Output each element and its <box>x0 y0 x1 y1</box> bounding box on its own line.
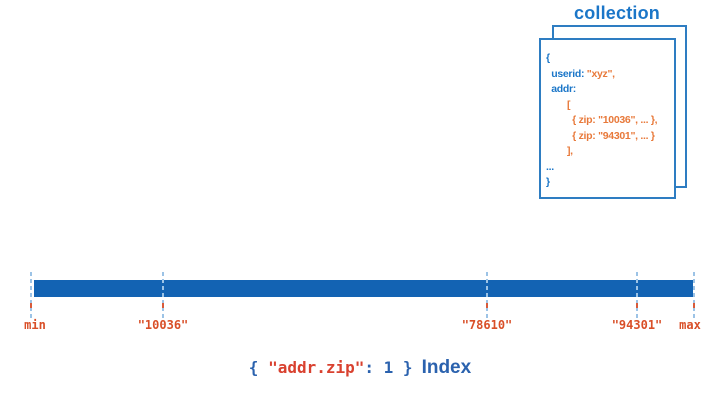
index-range-bar <box>34 280 693 297</box>
text-segment: 1 <box>383 358 403 377</box>
tick-red-dash <box>486 303 488 308</box>
text-segment: } <box>402 358 413 377</box>
index-caption: { "addr.zip": 1 } Index <box>0 357 720 379</box>
document-card-front: { userid: "xyz", addr: [ { zip: "10036",… <box>539 38 676 199</box>
tick-label: "94301" <box>611 318 663 332</box>
code-line: ... <box>546 160 674 176</box>
tick-red-dash <box>30 303 32 308</box>
tick-red-dash <box>162 303 164 308</box>
text-segment: { <box>546 52 550 64</box>
code-line: userid: "xyz", <box>546 67 674 83</box>
tick-red-dash <box>693 303 695 308</box>
code-line: [ <box>546 98 674 114</box>
text-segment: { <box>248 358 269 377</box>
tick-line <box>693 272 695 318</box>
code-line: { <box>546 51 674 67</box>
text-segment: userid: <box>546 67 587 80</box>
tick-label: "10036" <box>137 318 189 332</box>
text-segment: ], <box>546 145 573 157</box>
caption-index-word: Index <box>421 357 472 378</box>
text-segment: { zip: "94301", ... } <box>546 129 655 142</box>
code-line: { zip: "10036", ... }, <box>546 113 674 129</box>
text-segment: { zip: "10036", ... }, <box>546 114 658 126</box>
tick-label: "78610" <box>461 318 513 332</box>
text-segment: "xyz", <box>586 67 615 80</box>
tick-line <box>486 272 488 318</box>
collection-label: collection <box>573 3 661 23</box>
text-segment: [ <box>546 98 571 111</box>
caption-code: { "addr.zip": 1 } <box>249 358 413 377</box>
text-segment: : <box>364 358 384 377</box>
code-line: addr: <box>546 82 674 98</box>
tick-red-dash <box>636 303 638 308</box>
text-segment: addr: <box>546 83 576 95</box>
tick-line <box>162 272 164 318</box>
text-segment: ... <box>546 160 554 173</box>
code-line: } <box>546 175 674 191</box>
text-segment: } <box>546 176 550 188</box>
tick-line <box>636 272 638 318</box>
document-json: { userid: "xyz", addr: [ { zip: "10036",… <box>541 40 674 191</box>
code-line: { zip: "94301", ... } <box>546 129 674 145</box>
text-segment: "addr.zip" <box>268 358 365 377</box>
tick-label: max <box>679 318 701 332</box>
tick-line <box>30 272 32 318</box>
tick-label: min <box>24 318 46 332</box>
code-line: ], <box>546 144 674 160</box>
